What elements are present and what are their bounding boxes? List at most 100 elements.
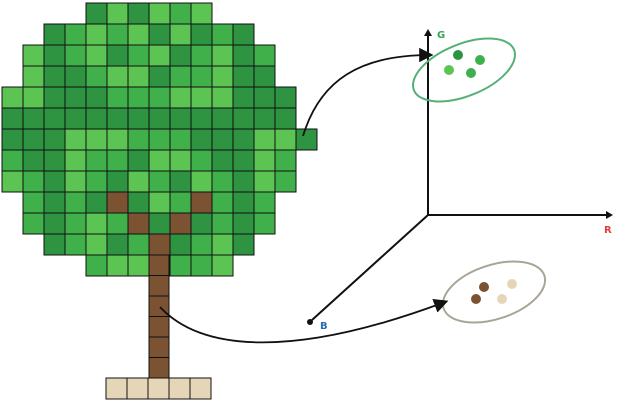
leaf-pixel <box>169 233 192 256</box>
leaf-pixel <box>169 254 192 277</box>
leaf-pixel <box>127 23 150 46</box>
leaf-pixel <box>106 107 129 130</box>
leaf-pixel <box>43 65 66 88</box>
g-axis-arrow-icon <box>424 29 432 36</box>
leaf-pixel <box>190 107 213 130</box>
trunk-pixel <box>148 233 171 256</box>
leaf-pixel <box>85 44 108 67</box>
leaf-pixel <box>253 65 276 88</box>
leaf-pixel <box>106 170 129 193</box>
leaf-pixel <box>148 65 171 88</box>
leaf-pixel <box>232 128 255 151</box>
leaf-pixel <box>232 212 255 235</box>
leaf-pixel <box>127 65 150 88</box>
leaf-pixel <box>64 65 87 88</box>
leaf-pixel <box>211 107 234 130</box>
leaf-pixel <box>232 170 255 193</box>
leaf-pixel <box>127 128 150 151</box>
leaf-pixel <box>148 170 171 193</box>
green-cluster-point <box>444 65 454 75</box>
leaf-pixel <box>169 170 192 193</box>
leaf-pixel <box>85 254 108 277</box>
leaf-pixel <box>232 86 255 109</box>
leaf-pixel <box>106 2 129 25</box>
leaf-pixel <box>1 86 24 109</box>
leaf-pixel <box>106 254 129 277</box>
leaf-pixel <box>127 254 150 277</box>
base-pixel <box>126 377 149 400</box>
leaf-to-green-cluster-arrow <box>302 47 434 137</box>
leaf-pixel <box>148 86 171 109</box>
leaf-pixel <box>190 44 213 67</box>
leaf-pixel <box>22 65 45 88</box>
leaf-pixel <box>274 107 297 130</box>
base-pixel <box>105 377 128 400</box>
leaf-pixel <box>106 44 129 67</box>
pixel-tree-canopy <box>1 2 318 277</box>
leaf-pixel <box>148 191 171 214</box>
leaf-pixel <box>64 212 87 235</box>
leaf-pixel <box>22 86 45 109</box>
green-cluster-ellipse <box>411 37 517 103</box>
leaf-pixel <box>253 107 276 130</box>
leaf-pixel <box>43 170 66 193</box>
leaf-pixel <box>211 86 234 109</box>
leaf-pixel <box>43 233 66 256</box>
b-axis <box>311 214 429 321</box>
g-axis-label: G <box>437 30 445 41</box>
leaf-pixel <box>43 191 66 214</box>
base-pixel <box>189 377 212 400</box>
leaf-pixel <box>169 86 192 109</box>
leaf-pixel <box>148 44 171 67</box>
leaf-pixel <box>211 65 234 88</box>
leaf-pixel <box>106 86 129 109</box>
leaf-pixel <box>211 44 234 67</box>
leaf-pixel <box>22 212 45 235</box>
leaf-pixel <box>211 149 234 172</box>
brown-cluster-ellipse <box>441 260 547 324</box>
trunk-pixel <box>127 212 150 235</box>
leaf-pixel <box>253 170 276 193</box>
leaf-pixel <box>43 212 66 235</box>
trunk-pixel <box>106 191 129 214</box>
leaf-pixel <box>106 149 129 172</box>
green-cluster-point <box>475 55 485 65</box>
leaf-pixel <box>85 170 108 193</box>
leaf-pixel <box>148 23 171 46</box>
leaf-pixel <box>169 2 192 25</box>
leaf-pixel <box>274 128 297 151</box>
leaf-pixel <box>64 107 87 130</box>
leaf-pixel <box>169 107 192 130</box>
leaf-pixel <box>274 170 297 193</box>
leaf-pixel <box>190 2 213 25</box>
leaf-pixel <box>274 149 297 172</box>
brown-cluster-points <box>471 279 517 304</box>
leaf-pixel <box>64 23 87 46</box>
leaf-pixel <box>190 170 213 193</box>
brown-cluster-point <box>471 294 481 304</box>
leaf-pixel <box>190 149 213 172</box>
leaf-pixel <box>85 149 108 172</box>
leaf-pixel <box>169 23 192 46</box>
trunk-pixel <box>148 336 170 358</box>
base-pixel <box>147 377 170 400</box>
leaf-pixel <box>169 149 192 172</box>
leaf-pixel <box>211 233 234 256</box>
leaf-pixel <box>85 23 108 46</box>
brown-cluster-point <box>507 279 517 289</box>
leaf-pixel <box>64 86 87 109</box>
leaf-pixel <box>232 107 255 130</box>
brown-cluster-point <box>479 282 489 292</box>
leaf-pixel <box>43 128 66 151</box>
leaf-pixel <box>64 233 87 256</box>
leaf-pixel <box>211 191 234 214</box>
leaf-pixel <box>64 170 87 193</box>
leaf-pixel <box>253 149 276 172</box>
trunk-pixel <box>190 191 213 214</box>
leaf-pixel <box>190 212 213 235</box>
leaf-pixel <box>190 128 213 151</box>
leaf-pixel <box>85 191 108 214</box>
leaf-pixel <box>43 44 66 67</box>
leaf-pixel <box>85 128 108 151</box>
